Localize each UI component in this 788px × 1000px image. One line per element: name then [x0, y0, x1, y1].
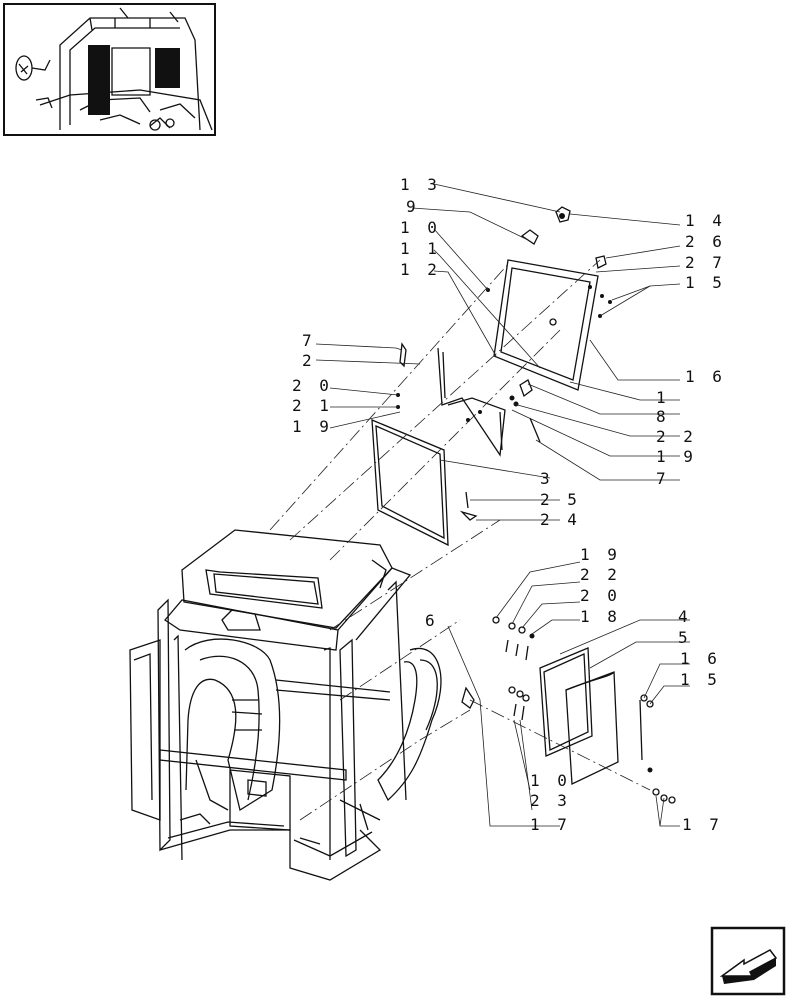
callout-10b: 1 0: [530, 771, 571, 790]
callout-2: 2: [302, 351, 316, 370]
callout-4: 4: [678, 607, 692, 626]
next-page-arrow-icon[interactable]: [710, 926, 786, 996]
callout-27: 2 7: [685, 253, 726, 272]
callout-20b: 2 0: [580, 586, 621, 605]
callout-3: 3: [540, 469, 554, 488]
callout-23: 2 3: [530, 791, 571, 810]
callout-10: 1 0: [400, 218, 441, 237]
callout-20: 2 0: [292, 376, 333, 395]
callout-6: 6: [425, 611, 439, 630]
assembly-lines: [269, 259, 651, 821]
callout-15: 1 5: [685, 273, 726, 292]
side-window-assembly: [461, 616, 676, 804]
upper-window-assembly: [371, 206, 612, 547]
callout-12: 1 2: [400, 260, 441, 279]
callout-21: 2 1: [292, 396, 333, 415]
callout-22b: 2 2: [580, 565, 621, 584]
callout-26: 2 6: [685, 232, 726, 251]
callout-16b: 1 6: [680, 649, 721, 668]
callout-9: 9: [406, 197, 420, 216]
callout-labels: 1 3 9 1 0 1 1 1 2 1 4 2 6 2 7 1 5 7 2 2 …: [292, 175, 726, 834]
callout-1: 1: [656, 388, 670, 407]
callout-19c: 1 9: [580, 545, 621, 564]
callout-14: 1 4: [685, 211, 726, 230]
callout-19b: 1 9: [656, 447, 697, 466]
callout-18: 1 8: [580, 607, 621, 626]
tractor-cab-thumbnail-icon[interactable]: [3, 3, 216, 136]
callout-11: 1 1: [400, 239, 441, 258]
callout-8: 8: [656, 407, 670, 426]
callout-16: 1 6: [685, 367, 726, 386]
callout-7: 7: [302, 331, 316, 350]
callout-24: 2 4: [540, 510, 581, 529]
callout-19: 1 9: [292, 417, 333, 436]
callout-7b: 7: [656, 469, 670, 488]
callout-22: 2 2: [656, 427, 697, 446]
cab-frame: [129, 529, 442, 881]
callout-13: 1 3: [400, 175, 441, 194]
callout-17: 1 7: [530, 815, 571, 834]
callout-17b: 1 7: [682, 815, 723, 834]
callout-25: 2 5: [540, 490, 581, 509]
callout-5: 5: [678, 628, 692, 647]
leader-lines: [315, 183, 690, 827]
callout-15b: 1 5: [680, 670, 721, 689]
